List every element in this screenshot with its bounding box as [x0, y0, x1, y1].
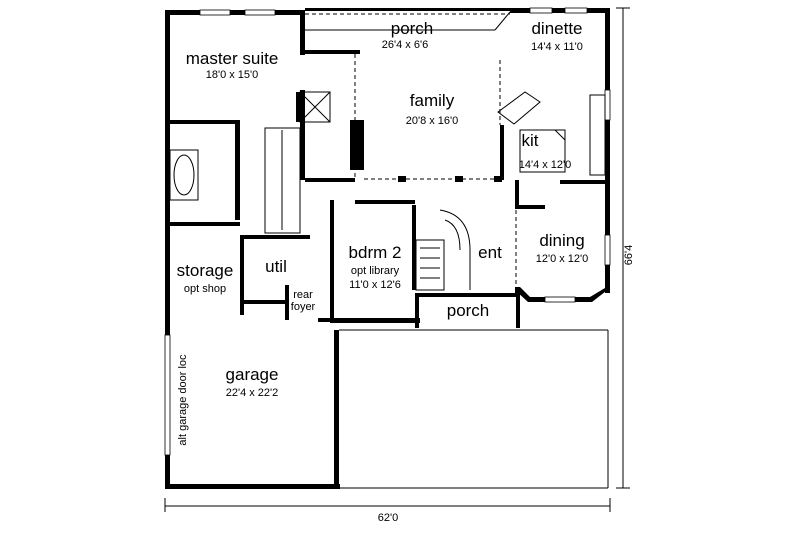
overall-depth-label: 66'4 — [623, 245, 635, 265]
garage-label: garage — [226, 365, 279, 384]
kit-label: kit — [522, 131, 539, 150]
family-label: family — [410, 91, 455, 110]
bdrm2-size: 11'0 x 12'6 — [349, 279, 401, 291]
storage-label: storage — [177, 261, 234, 280]
dinette-size: 14'4 x 11'0 — [531, 41, 583, 53]
porch-front-label: porch — [447, 301, 490, 320]
rear-foyer-label-line2: foyer — [291, 301, 316, 313]
exterior-walls — [165, 8, 610, 489]
storage-note: opt shop — [184, 283, 226, 295]
master-suite-label: master suite — [186, 49, 279, 68]
bdrm2-label: bdrm 2 — [349, 243, 402, 262]
fixtures — [169, 11, 609, 489]
windows — [164, 7, 611, 456]
dinette-label: dinette — [531, 19, 582, 38]
util-label: util — [265, 257, 287, 276]
dining-size: 12'0 x 12'0 — [536, 253, 589, 265]
overall-width-label: 62'0 — [378, 512, 398, 524]
kit-size: 14'4 x 12'0 — [519, 159, 572, 171]
ent-label: ent — [478, 243, 502, 262]
dimension-lines — [164, 7, 630, 512]
rear-foyer-label-line1: rear — [293, 289, 313, 301]
bdrm2-note: opt library — [351, 265, 400, 277]
porch-rear-size: 26'4 x 6'6 — [382, 39, 428, 51]
porch-rear-label: porch — [391, 19, 434, 38]
master-suite-size: 18'0 x 15'0 — [206, 69, 259, 81]
alt-garage-door-note: alt garage door loc — [177, 354, 189, 446]
garage-size: 22'4 x 22'2 — [226, 387, 279, 399]
dining-label: dining — [539, 231, 584, 250]
family-size: 20'8 x 16'0 — [406, 115, 459, 127]
